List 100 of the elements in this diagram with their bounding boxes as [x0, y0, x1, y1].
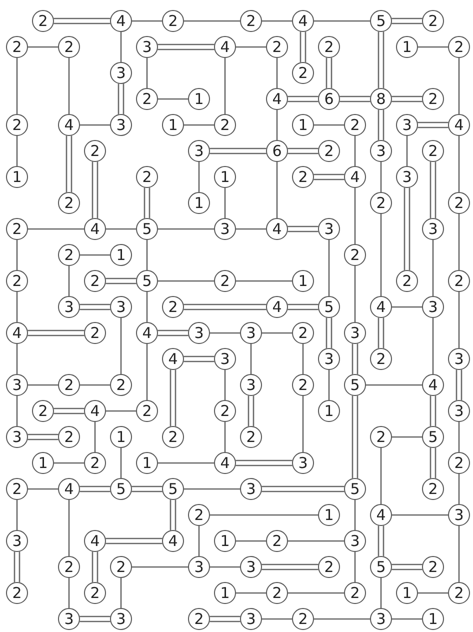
island-circle: 2: [6, 114, 28, 136]
island-circle: 1: [318, 504, 340, 526]
bridge-line: [118, 84, 120, 114]
island-circle: 2: [6, 36, 28, 58]
bridge-line: [418, 592, 448, 594]
island-circle: 3: [214, 348, 236, 370]
bridge-line: [224, 422, 226, 452]
bridge-line: [262, 20, 292, 22]
island-circle: 2: [188, 504, 210, 526]
bridge-line: [184, 356, 214, 358]
island-circle: 2: [344, 582, 366, 604]
bridge-line: [80, 616, 110, 618]
bridge-line: [418, 46, 448, 48]
island-circle: 3: [136, 36, 158, 58]
island-circle: 4: [214, 452, 236, 474]
bridge-line: [80, 124, 110, 126]
bridge-line: [300, 32, 302, 62]
bridge-line: [80, 490, 110, 492]
island-circle: 1: [188, 88, 210, 110]
bridge-line: [198, 162, 200, 192]
bridge-line: [210, 152, 266, 154]
island-circle: 1: [214, 530, 236, 552]
bridge-line: [16, 240, 18, 270]
bridge-line: [236, 464, 292, 466]
island-circle: 5: [370, 556, 392, 578]
island-circle: 3: [110, 608, 132, 630]
island-circle: 2: [422, 478, 444, 500]
island-circle: 3: [370, 140, 392, 162]
island-circle: 2: [448, 192, 470, 214]
bridge-line: [144, 188, 146, 218]
bridge-line: [406, 136, 408, 166]
bridge-line: [28, 334, 84, 336]
bridge-line: [288, 226, 318, 228]
bridge-line: [14, 552, 16, 582]
bridge-line: [262, 564, 318, 566]
island-circle: 2: [292, 62, 314, 84]
bridge-line: [120, 318, 122, 374]
bridge-line: [460, 370, 462, 400]
bridge-line: [170, 370, 172, 426]
bridge-line: [96, 552, 98, 582]
island-circle: 6: [266, 140, 288, 162]
island-circle: 5: [422, 426, 444, 448]
island-circle: 3: [448, 400, 470, 422]
bridge-line: [28, 438, 58, 440]
island-circle: 3: [188, 322, 210, 344]
bridge-line: [92, 552, 94, 582]
island-circle: 5: [162, 478, 184, 500]
island-circle: 1: [32, 452, 54, 474]
island-circle: 4: [266, 88, 288, 110]
island-circle: 3: [188, 140, 210, 162]
island-circle: 5: [344, 478, 366, 500]
bridge-line: [456, 370, 458, 400]
bridge-line: [28, 434, 58, 436]
island-circle: 3: [58, 608, 80, 630]
island-circle: 3: [240, 608, 262, 630]
bridge-line: [236, 228, 266, 230]
bridge-line: [68, 578, 70, 608]
bridge-line: [224, 188, 226, 218]
bridge-line: [408, 188, 410, 270]
bridge-line: [68, 500, 70, 556]
island-circle: 2: [58, 374, 80, 396]
island-circle: 5: [136, 218, 158, 240]
island-circle: 2: [422, 88, 444, 110]
bridge-line: [158, 280, 214, 282]
bridge-line: [288, 592, 344, 594]
bridge-line: [16, 500, 18, 530]
bridge-line: [314, 178, 344, 180]
bridge-line: [92, 162, 94, 218]
bridge-line: [354, 266, 356, 322]
island-circle: 4: [58, 478, 80, 500]
bridge-line: [210, 620, 240, 622]
bridge-line: [326, 58, 328, 88]
island-circle: 2: [58, 426, 80, 448]
bridge-line: [158, 44, 214, 46]
island-circle: 2: [58, 192, 80, 214]
bridge-line: [288, 230, 318, 232]
bridge-line: [170, 500, 172, 530]
island-circle: 3: [344, 322, 366, 344]
bridge-line: [354, 188, 356, 244]
island-circle: 4: [162, 530, 184, 552]
island-circle: 3: [6, 426, 28, 448]
island-circle: 2: [422, 140, 444, 162]
island-circle: 5: [110, 478, 132, 500]
island-circle: 2: [344, 244, 366, 266]
bridge-line: [262, 486, 344, 488]
bridge-line: [458, 526, 460, 582]
bridge-line: [288, 148, 318, 150]
bridge-line: [80, 304, 110, 306]
island-circle: 2: [110, 374, 132, 396]
bridge-line: [354, 552, 356, 582]
bridge-line: [158, 334, 188, 336]
bridge-line: [16, 58, 18, 114]
island-circle: 2: [422, 10, 444, 32]
island-circle: 4: [370, 296, 392, 318]
bridge-line: [262, 332, 292, 334]
bridge-line: [430, 396, 432, 426]
bridge-line: [66, 136, 68, 192]
bridge-line: [158, 228, 214, 230]
island-circle: 4: [6, 322, 28, 344]
bridge-line: [434, 396, 436, 426]
